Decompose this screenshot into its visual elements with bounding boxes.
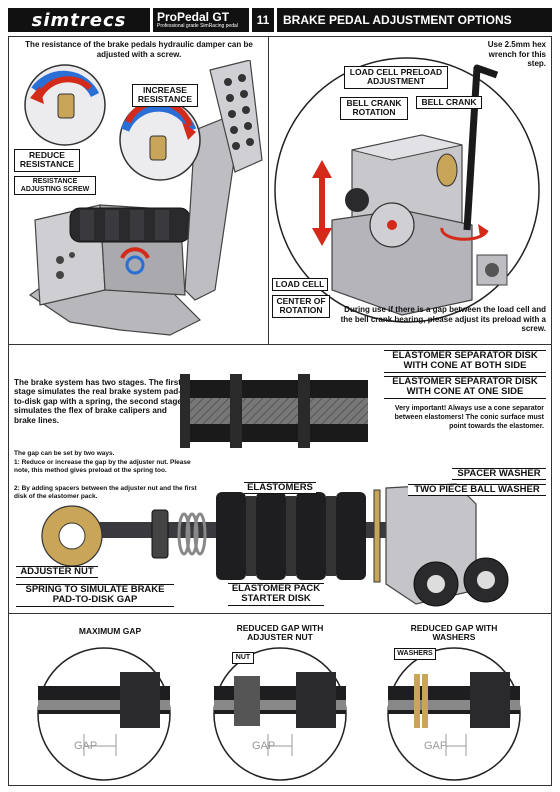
gap-detail-washers [387,647,521,781]
gap-detail-max [37,647,171,781]
label-increase-resistance: INCREASE RESISTANCE [132,84,198,107]
label-separator-one: ELASTOMER SEPARATOR DISK WITH CONE AT ON… [384,376,546,399]
label-bell-crank: BELL CRANK [416,96,482,110]
divider [8,613,552,614]
page-header: simtrecs ProPedal GT Professional grade … [8,8,552,32]
pedal-illustration [24,60,263,336]
label-washers: WASHERS [394,648,436,660]
gap-ways: The gap can be set by two ways. [14,450,115,457]
page-number: 11 [252,8,274,32]
gap-way-2: 2: By adding spacers between the adjuste… [14,485,197,501]
content-frame [8,36,552,786]
stages-text: The brake system has two stages. The fir… [14,378,182,425]
label-load-cell-preload: LOAD CELL PRELOAD ADJUSTMENT [344,66,448,89]
important-note: Very important! Always use a cone separa… [394,405,544,431]
gap-label: GAP [74,740,98,752]
title-max-gap: MAXIMUM GAP [78,626,142,636]
label-load-cell: LOAD CELL [272,278,328,292]
brake-assembly-illustration [41,483,509,607]
divider [268,36,269,344]
gap-detail-nut [213,647,347,781]
gap-label: GAP [252,740,276,752]
label-spring: SPRING TO SIMULATE BRAKE PAD-TO-DISK GAP [16,584,174,607]
brand-logo: simtrecs [8,8,150,32]
wrench-note: Use 2.5mm hex wrench for this step. [487,40,546,69]
label-separator-both: ELASTOMER SEPARATOR DISK WITH CONE AT BO… [384,350,546,373]
product-name: ProPedal GT [157,10,230,24]
divider [8,344,552,345]
title-reduced-nut: REDUCED GAP WITH ADJUSTER NUT [236,623,324,643]
elastomer-section-illustration [180,374,368,448]
label-starter-disk: ELASTOMER PACK STARTER DISK [228,583,324,606]
product-badge: ProPedal GT Professional grade SimRacing… [153,8,249,32]
label-nut: NUT [232,652,254,664]
gap-label: GAP [424,740,448,752]
label-adjusting-screw: RESISTANCE ADJUSTING SCREW [14,176,96,196]
label-bell-crank-rotation: BELL CRANK ROTATION [340,97,408,120]
product-tagline: Professional grade SimRacing pedal [157,23,238,29]
label-elastomers: ELASTOMERS [244,482,316,495]
label-ball-washer: TWO PIECE BALL WASHER [408,484,546,497]
label-adjuster-nut: ADJUSTER NUT [16,566,98,579]
label-center-rotation: CENTER OF ROTATION [272,295,330,318]
gap-way-1: 1: Reduce or increase the gap by the adj… [14,459,191,475]
load-cell-illustration [274,57,540,323]
label-spacer-washer: SPACER WASHER [452,468,546,481]
panel-left-intro: The resistance of the brake pedals hydra… [25,40,253,59]
label-reduce-resistance: REDUCE RESISTANCE [14,149,80,172]
gap-note: During use if there is a gap between the… [340,305,546,334]
title-reduced-washers: REDUCED GAP WITH WASHERS [410,623,498,643]
page-title: BRAKE PEDAL ADJUSTMENT OPTIONS [277,8,552,32]
